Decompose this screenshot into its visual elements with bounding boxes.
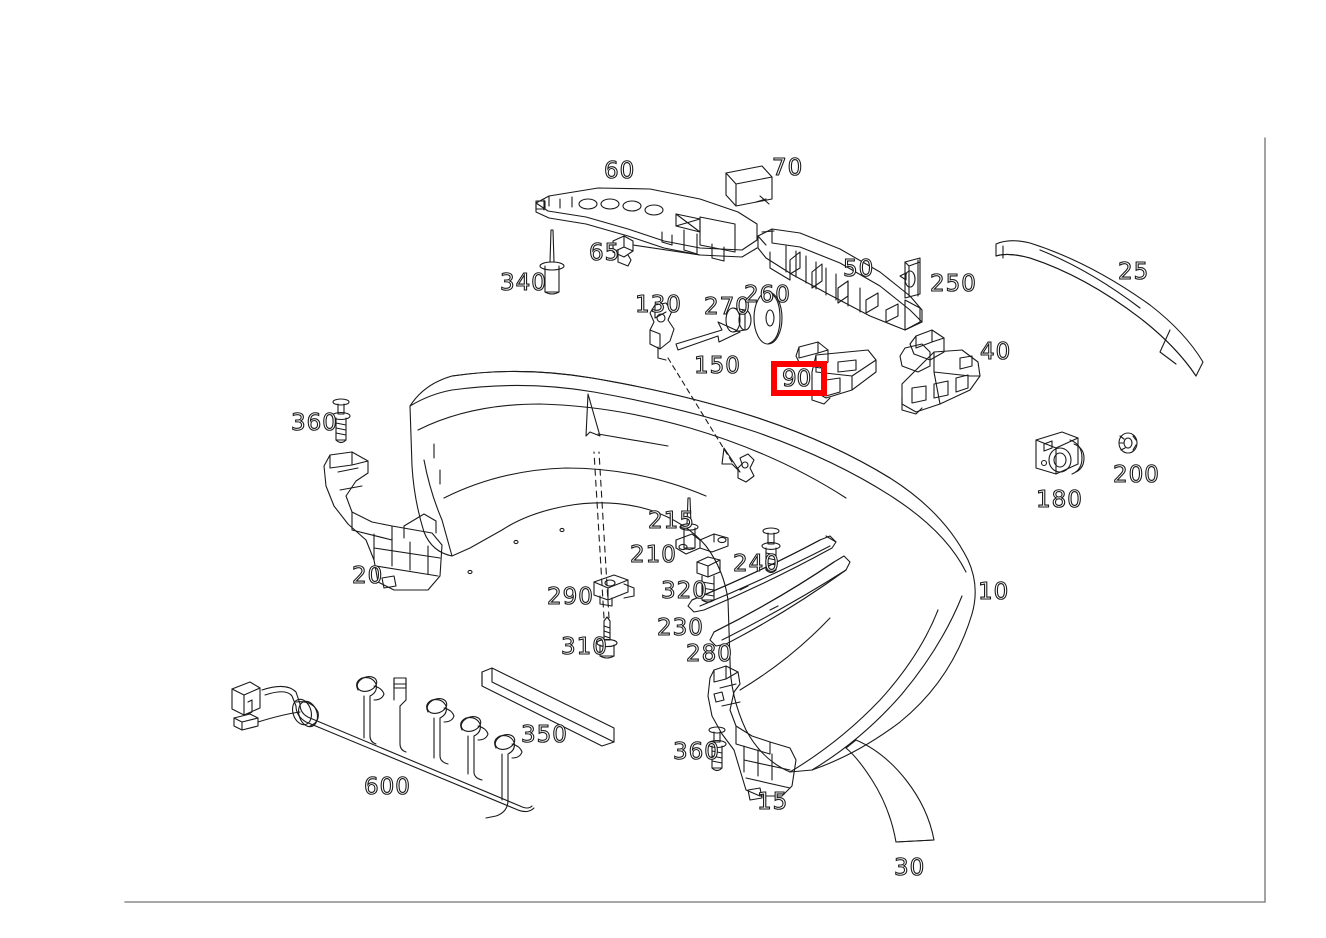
callout-20: 20	[351, 563, 384, 589]
callout-15: 15	[756, 789, 789, 815]
part-310-expanding-rivet	[596, 616, 618, 659]
assembly-arrow-diagonal-head	[721, 447, 741, 473]
assembly-arrow-diagonal	[667, 357, 733, 463]
callout-150: 150	[693, 353, 741, 379]
part-240-rivet	[761, 527, 781, 574]
part-150-arrow	[675, 321, 741, 351]
part-130-target-bracket	[737, 453, 755, 483]
part-230-trim-strip	[687, 535, 837, 613]
assembly-arrow-up-head	[585, 393, 601, 437]
callout-30: 30	[893, 855, 926, 881]
part-360-rivet-right	[707, 726, 727, 772]
callout-360: 360	[290, 410, 338, 436]
part-340-stud	[539, 229, 565, 295]
callout-310: 310	[560, 634, 608, 660]
callout-10: 10	[977, 579, 1010, 605]
callout-320: 320	[660, 578, 708, 604]
callout-290: 290	[546, 584, 594, 610]
callout-260: 260	[743, 282, 791, 308]
assembly-arrow-up	[593, 451, 610, 619]
callout-25: 25	[1117, 259, 1150, 285]
part-250-plate	[899, 257, 921, 299]
part-15-right-support	[707, 665, 797, 801]
callout-40: 40	[979, 339, 1012, 365]
callout-600: 600	[363, 774, 411, 800]
part-20-left-support	[323, 451, 443, 591]
part-280-trim-strip	[709, 555, 851, 647]
part-65-clip	[612, 235, 701, 267]
callout-210: 210	[629, 542, 677, 568]
part-320-hex-bolt	[696, 556, 721, 603]
callout-60: 60	[603, 158, 636, 184]
part-210-bracket-plate	[675, 533, 729, 555]
callout-270: 270	[703, 294, 751, 320]
part-260-washer	[753, 291, 783, 345]
part-10-bumper-cover	[409, 370, 976, 773]
callout-240: 240	[732, 551, 780, 577]
callout-180: 180	[1035, 487, 1083, 513]
part-180-parking-sensor	[1035, 431, 1085, 475]
part-25-spoiler	[995, 240, 1204, 377]
callout-360: 360	[672, 739, 720, 765]
part-30-filler-panel	[845, 739, 935, 843]
callout-65: 65	[588, 240, 621, 266]
callout-340: 340	[499, 270, 547, 296]
sheet-border	[124, 137, 1266, 903]
callout-70: 70	[771, 155, 804, 181]
callout-215: 215	[647, 508, 695, 534]
callout-230: 230	[656, 615, 704, 641]
part-70-control-module	[725, 165, 773, 207]
callout-280: 280	[685, 641, 733, 667]
callout-250: 250	[929, 271, 977, 297]
callout-90: 90	[781, 366, 812, 392]
part-350-moulding	[481, 667, 615, 747]
part-600-wiring-harness	[231, 676, 535, 819]
part-360-rivet-left	[331, 398, 351, 444]
part-40-side-bracket-right	[899, 329, 981, 415]
callout-130: 130	[634, 292, 682, 318]
part-290-spring-nut	[593, 574, 635, 607]
callout-50: 50	[842, 256, 875, 282]
part-130-bracket	[649, 302, 675, 361]
callout-200: 200	[1112, 462, 1160, 488]
part-50-reinforcement	[757, 228, 923, 331]
part-215-stud	[679, 497, 699, 551]
part-60-carrier-rail	[535, 187, 758, 262]
part-200-retaining-ring	[1118, 432, 1138, 454]
callout-350: 350	[520, 722, 568, 748]
